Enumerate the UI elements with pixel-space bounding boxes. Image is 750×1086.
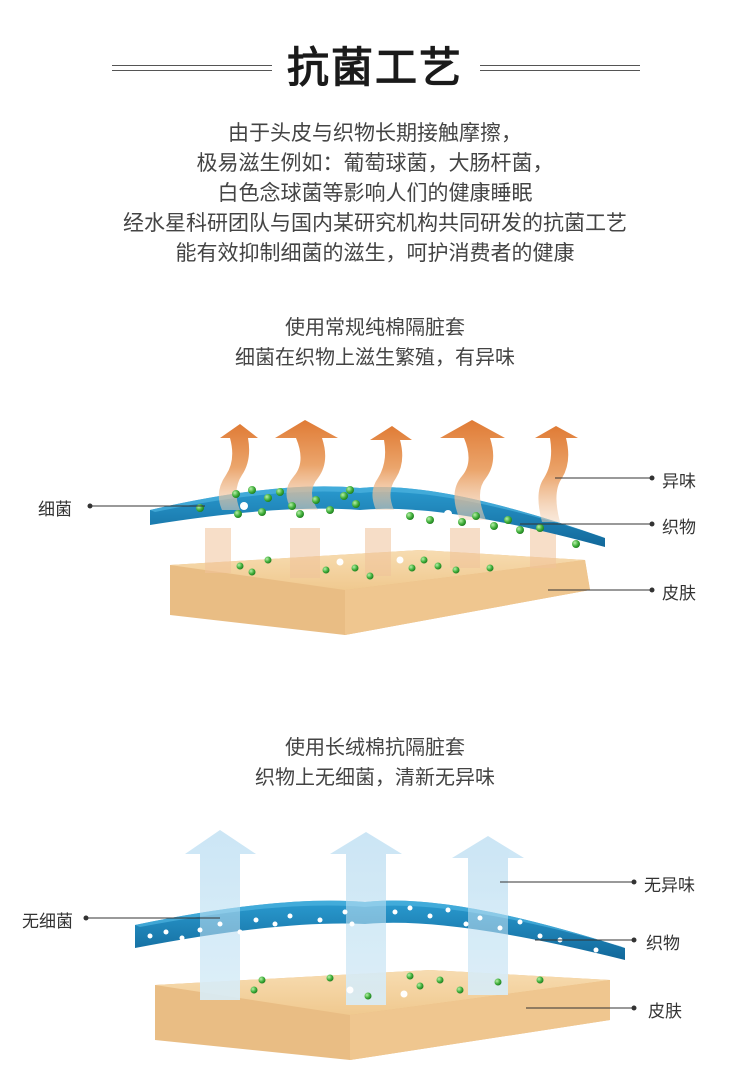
label-no-bacteria: 无细菌	[22, 912, 73, 932]
regular-diagram-illustration	[87, 420, 655, 635]
label-odor: 异味	[662, 472, 696, 492]
regular-diagram: 细菌 异味 织物 皮肤	[0, 410, 750, 660]
bacteria-on-skin	[236, 556, 494, 580]
leader-lines	[90, 477, 652, 591]
label-fabric: 织物	[646, 934, 680, 954]
antibac-title-line1: 使用长绒棉抗隔脏套	[285, 735, 465, 759]
label-no-odor: 无异味	[644, 876, 695, 896]
odor-stems	[205, 528, 556, 578]
title-divider-right	[480, 65, 640, 71]
antibac-diagram-illustration	[83, 830, 637, 1060]
bacteria-on-fabric	[196, 486, 580, 548]
intro-line: 经水星科研团队与国内某研究机构共同研发的抗菌工艺	[123, 211, 627, 235]
bacteria-on-skin	[250, 972, 544, 1000]
page-title: 抗菌工艺	[286, 43, 463, 92]
antibac-title-line2: 织物上无细菌，清新无异味	[255, 765, 495, 789]
intro-line: 极易滋生例如：葡萄球菌，大肠杆菌，	[196, 151, 554, 175]
clean-fibers	[147, 905, 599, 953]
intro-line: 白色念球菌等影响人们的健康睡眠	[217, 181, 533, 205]
label-skin: 皮肤	[662, 584, 696, 604]
label-fabric: 织物	[662, 518, 696, 538]
regular-title-line2: 细菌在织物上滋生繁殖，有异味	[235, 345, 515, 369]
fabric-layer	[150, 486, 605, 547]
antibac-section-title: 使用长绒棉抗隔脏套 织物上无细菌，清新无异味	[0, 732, 750, 792]
label-skin: 皮肤	[648, 1002, 682, 1022]
intro-line: 能有效抑制细菌的滋生，呵护消费者的健康	[175, 241, 575, 265]
intro-text: 由于头皮与织物长期接触摩擦， 极易滋生例如：葡萄球菌，大肠杆菌， 白色念球菌等影…	[0, 118, 750, 268]
label-bacteria: 细菌	[38, 500, 72, 520]
regular-section-title: 使用常规纯棉隔脏套 细菌在织物上滋生繁殖，有异味	[0, 312, 750, 372]
title-area: 抗菌工艺	[0, 38, 750, 98]
intro-line: 由于头皮与织物长期接触摩擦，	[228, 121, 522, 145]
regular-title-line1: 使用常规纯棉隔脏套	[285, 315, 465, 339]
odor-arrows	[218, 420, 578, 522]
title-divider-left	[112, 65, 272, 71]
antibac-diagram: 无细菌 无异味 织物 皮肤	[0, 820, 750, 1080]
